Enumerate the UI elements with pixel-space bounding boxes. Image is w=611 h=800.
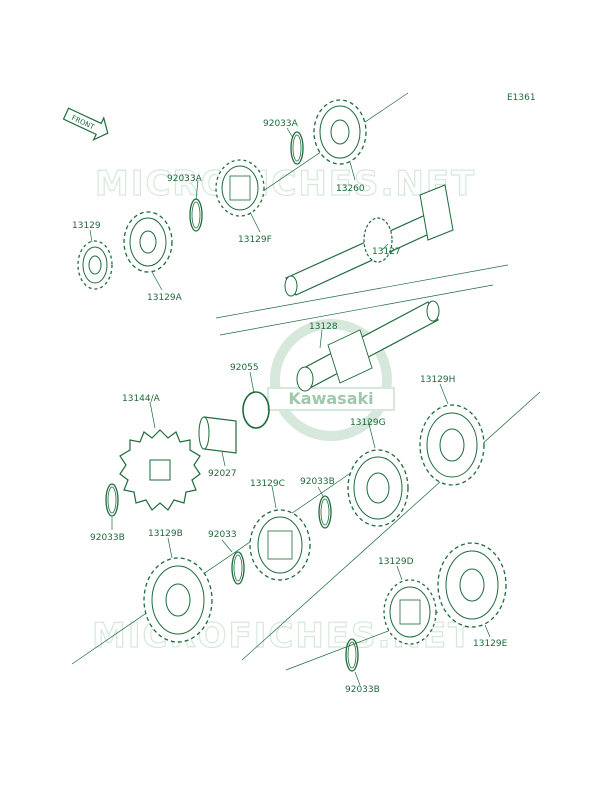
- part-label: 92027: [208, 469, 237, 479]
- part-label: 13128: [309, 322, 338, 332]
- watermark-top: MICROFICHES.NET: [95, 164, 476, 204]
- part-label: 92055: [230, 363, 259, 373]
- circlip-92033B-left: [105, 483, 119, 517]
- part-label: 92033B: [300, 477, 335, 487]
- brand-text: Kawasaki: [288, 389, 373, 408]
- part-labels: 92033A 13260 92033A 13129F 13129 13129A …: [72, 119, 508, 695]
- part-label: 13129: [72, 221, 101, 231]
- part-label: 13129E: [473, 639, 508, 649]
- part-label: 13129A: [147, 293, 183, 303]
- part-label: 92033B: [345, 685, 380, 695]
- shaft-13127: [284, 184, 454, 297]
- part-label: 92033: [208, 530, 237, 540]
- circlip-92033A-upper: [290, 131, 304, 165]
- gear-13129B: [143, 557, 213, 643]
- diagram-code: E1361: [507, 93, 536, 103]
- part-label: 13127: [372, 247, 401, 257]
- gear-13129F: [215, 159, 265, 217]
- part-label: 92033A: [167, 174, 203, 184]
- o-ring-92055: [242, 391, 270, 429]
- gear-13129G: [347, 449, 409, 527]
- gear-13129A: [123, 211, 173, 273]
- gear-13260: [313, 99, 367, 165]
- part-label: 13129C: [250, 479, 285, 489]
- part-label: 13129D: [378, 557, 414, 567]
- gear-13129H: [419, 404, 485, 486]
- gear-13129E: [437, 542, 507, 628]
- part-label: 13260: [336, 184, 365, 194]
- collar-92027: [198, 416, 237, 454]
- part-label: 13129B: [148, 529, 183, 539]
- circlip-92033: [231, 551, 245, 585]
- part-label: 13144/A: [122, 394, 161, 404]
- part-label: 92033B: [90, 533, 125, 543]
- kawasaki-logo: Kawasaki: [267, 319, 395, 441]
- circlip-92033B-mid: [318, 495, 332, 529]
- shaft-13128: [296, 300, 440, 392]
- sprocket-13144-A: [119, 429, 201, 511]
- part-label: 13129F: [238, 235, 272, 245]
- gear-13129: [77, 240, 113, 290]
- part-label: 13129G: [350, 418, 386, 428]
- part-label: 92033A: [263, 119, 299, 129]
- gear-13129C: [249, 509, 311, 581]
- front-arrow-icon: FRONT: [62, 107, 109, 142]
- part-label: 13129H: [420, 375, 455, 385]
- leader-lines: [89, 127, 491, 686]
- gear-13129D: [383, 579, 437, 645]
